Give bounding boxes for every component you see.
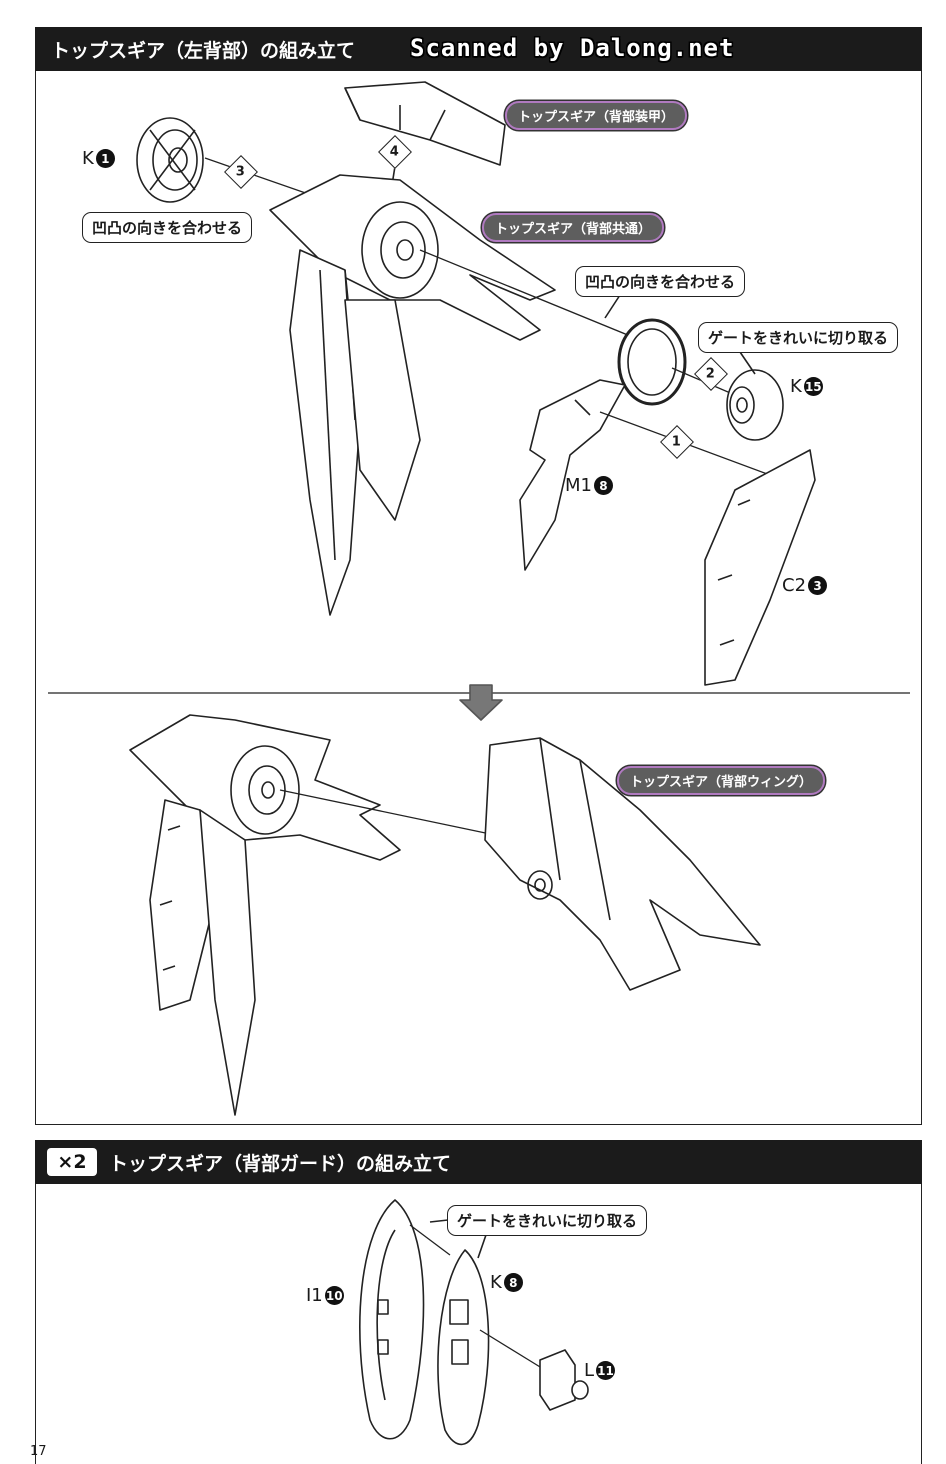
callout-gate-right: ゲートをきれいに切り取る xyxy=(698,322,899,353)
part-ring-drawing xyxy=(617,318,687,406)
pill-armor: トップスギア（背部装甲） xyxy=(505,101,688,130)
part-m18-drawing xyxy=(519,379,626,571)
assembly-lower-left-drawing xyxy=(129,714,401,1116)
badge-m18: 8 xyxy=(593,476,613,495)
part-k8-drawing xyxy=(437,1249,490,1446)
badge-k15: 15 xyxy=(803,377,823,396)
section1-header: トップスギア（左背部）の組み立て xyxy=(35,27,922,71)
section1-title: トップスギア（左背部）の組み立て xyxy=(51,39,356,62)
badge-k8: 8 xyxy=(503,1273,523,1292)
assembly-upper-drawing xyxy=(269,174,556,616)
part-k1-drawing xyxy=(136,117,204,203)
callout-align-left: 凹凸の向きを合わせる xyxy=(82,212,253,243)
section2-title: トップスギア（背部ガード）の組み立て xyxy=(109,1152,452,1175)
badge-c23: 3 xyxy=(808,576,828,595)
multiplier-badge: ×2 xyxy=(47,1148,97,1176)
part-c23-drawing xyxy=(704,449,816,686)
pill-wing: トップスギア（背部ウィング） xyxy=(617,766,826,795)
part-armor-drawing xyxy=(344,81,506,166)
part-k15-drawing xyxy=(726,369,784,441)
arrow-down xyxy=(459,684,503,721)
part-l11-drawing xyxy=(539,1349,589,1411)
badge-i110: 10 xyxy=(324,1286,344,1305)
callout-gate-bottom: ゲートをきれいに切り取る xyxy=(447,1205,648,1236)
pill-common: トップスギア（背部共通） xyxy=(482,213,665,242)
callout-align-right: 凹凸の向きを合わせる xyxy=(575,266,746,297)
section2-header: ×2 トップスギア（背部ガード）の組み立て xyxy=(35,1140,922,1184)
part-i110-drawing xyxy=(359,1199,425,1440)
badge-l11: 11 xyxy=(596,1361,616,1380)
badge-k1: 1 xyxy=(95,149,115,168)
page-number: 17 xyxy=(30,1444,47,1459)
watermark: Scanned by Dalong.net xyxy=(410,34,735,62)
assembly-wing-drawing xyxy=(484,737,761,991)
